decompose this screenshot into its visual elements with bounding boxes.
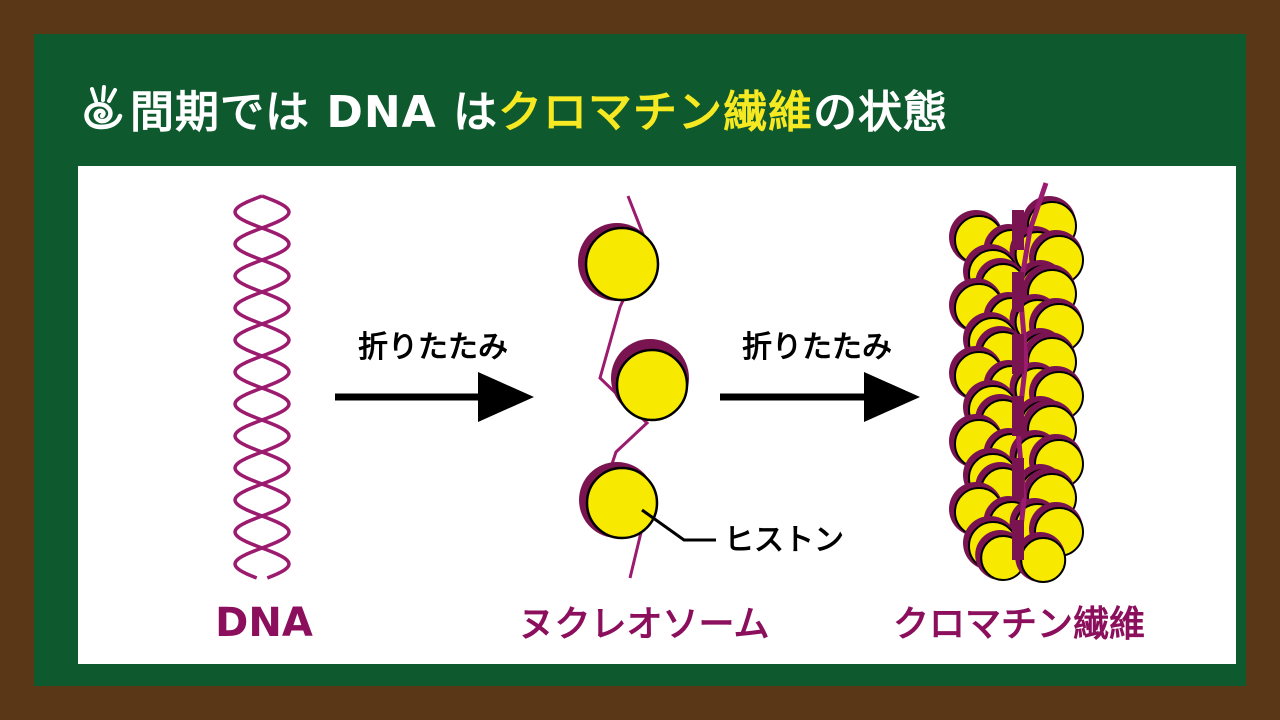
histone-3 <box>579 462 659 540</box>
arrow1-label: 折りたたみ <box>358 330 508 365</box>
histone-pointer-line <box>641 508 716 542</box>
caption-nucleosome: ヌクレオソーム <box>519 604 770 645</box>
arrow2-label: 折りたたみ <box>742 330 892 365</box>
chromatin-wrap-band <box>1012 396 1024 436</box>
snail-icon <box>84 85 123 130</box>
chromatin-dna-strand <box>1015 182 1049 556</box>
histone-1 <box>578 223 660 302</box>
caption-dna: DNA <box>215 600 313 646</box>
title-highlight: クロマチン繊維 <box>498 87 814 138</box>
caption-chromatin: クロマチン繊維 <box>893 604 1145 645</box>
chromatin-wrap-band <box>1012 334 1024 374</box>
page-title: 間期では DNA は クロマチン繊維 の状態 <box>78 76 948 140</box>
chromatin-wrap-band <box>1012 210 1024 250</box>
chromatin-wrap-band <box>1012 272 1024 312</box>
histone-2 <box>611 339 689 422</box>
chromatin-wrap-band <box>1012 458 1024 498</box>
histone-label: ヒストン <box>724 523 844 558</box>
chromatin-wrap-band <box>1012 520 1024 560</box>
chromatin-histone-39 <box>1015 532 1067 583</box>
title-text-part2: の状態 <box>813 87 949 138</box>
nucleosome <box>578 195 716 579</box>
fold-arrow-2 <box>720 372 920 422</box>
title-text-part1: 間期では DNA は <box>130 87 499 138</box>
fold-arrow-1 <box>335 372 534 422</box>
dna-strand-b <box>233 194 291 580</box>
dna-helix <box>233 194 291 580</box>
chromatin-fiber <box>949 182 1084 583</box>
